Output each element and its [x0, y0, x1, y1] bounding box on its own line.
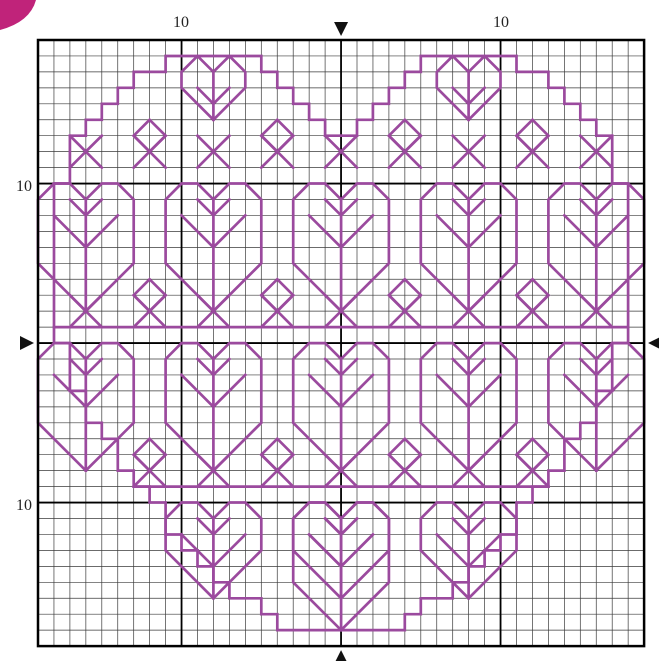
triangle-arrow-icon: [334, 650, 348, 661]
row-label-10-lower: 10: [16, 497, 32, 514]
row-label-10-upper: 10: [16, 178, 32, 195]
triangle-arrow-icon: [648, 336, 659, 350]
triangle-arrow-icon: [334, 22, 348, 36]
corner-tab-icon: [0, 0, 36, 30]
column-label-10-right: 10: [493, 14, 509, 31]
triangle-arrow-icon: [20, 336, 34, 350]
column-label-10-left: 10: [173, 14, 189, 31]
